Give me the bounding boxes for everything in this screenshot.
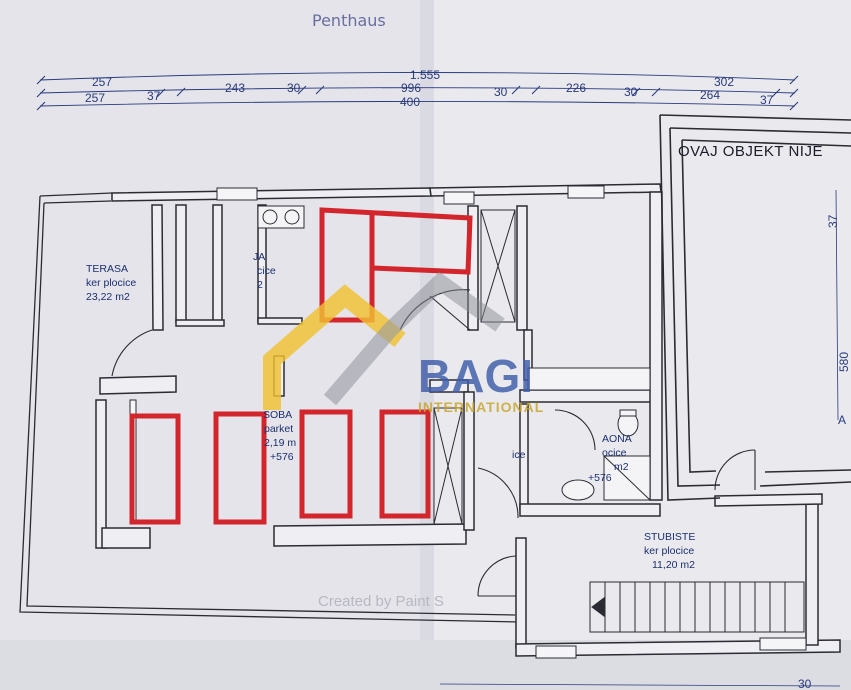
dim-row2-7: 30 <box>624 85 638 99</box>
room-terasa-name: TERASA <box>86 263 128 275</box>
terrace-outline <box>19 192 521 623</box>
dim-side-580: 580 <box>837 352 851 372</box>
room-stubiste-name: STUBISTE <box>644 531 695 543</box>
stove <box>257 205 305 229</box>
paper-left-shade <box>0 0 420 690</box>
neighbour-note: OVAJ OBJEKT NIJE <box>678 143 823 160</box>
dim-bottom-30: 30 <box>798 677 812 690</box>
room-kuhinja-floor: cice <box>257 265 276 277</box>
dim-row2-5: 30 <box>494 85 508 99</box>
dim-row1-1: 1.555 <box>410 68 440 82</box>
room-terasa-area: 23,22 m2 <box>86 291 130 303</box>
room-soba-name: SOBA <box>263 409 292 421</box>
room-terasa: TERASA ker plocice 23,22 m2 <box>86 263 136 303</box>
dim-row1-2: 302 <box>714 75 734 89</box>
dim-row2-6: 226 <box>566 81 586 95</box>
room-stubiste: STUBISTE ker plocice 11,20 m2 <box>644 531 695 571</box>
red-markings <box>129 207 473 525</box>
staircase <box>589 581 805 633</box>
dim-row2-8: 264 <box>700 88 720 102</box>
room-soba-floor: parket <box>264 423 293 435</box>
room-stubiste-area: 11,20 m2 <box>652 559 695 571</box>
handwritten-title: Penthaus <box>312 11 386 30</box>
dim-bottom-line <box>439 683 841 687</box>
watermark-logo: BAGI INTERNATIONAL <box>263 271 544 415</box>
dim-row2-2: 243 <box>225 81 245 95</box>
room-kupaona-area: m2 <box>614 461 629 473</box>
doors <box>111 289 756 597</box>
room-soba-area: 2,19 m <box>264 437 296 449</box>
dim-row2-1: 37 <box>147 89 161 103</box>
neighbour-block <box>659 114 851 501</box>
room-kupaona-height: +576 <box>588 472 612 484</box>
room-kupaona: AONA ocice m2 +576 <box>588 433 632 484</box>
room-stubiste-floor: ker plocice <box>644 545 694 557</box>
room-kuhinja-name: JA <box>253 251 265 263</box>
room-kupaona-floor: ocice <box>602 447 627 459</box>
room-kuhinja: JA cice 2 <box>253 251 276 291</box>
watermark-footer: Created by Paint S <box>318 593 444 610</box>
paper-fold <box>420 0 434 690</box>
room-hodnik: ice <box>512 449 526 461</box>
room-soba: SOBA parket 2,19 m +576 <box>263 409 296 463</box>
dim-row2-4: 996 <box>401 81 421 95</box>
dimension-ticks <box>36 75 799 111</box>
wardrobes <box>433 209 516 525</box>
dimension-lines <box>39 72 796 107</box>
watermark-sub: INTERNATIONAL <box>418 399 544 415</box>
room-kupaona-name: AONA <box>602 433 632 445</box>
room-terasa-floor: ker plocice <box>86 277 136 289</box>
dim-row2-0: 257 <box>85 91 105 105</box>
dim-row2-3: 30 <box>287 81 301 95</box>
room-kuhinja-area: 2 <box>257 279 263 291</box>
dim-row3-0: 400 <box>400 95 420 109</box>
dim-side-37: 37 <box>826 214 840 228</box>
dim-row1-0: 257 <box>92 75 112 89</box>
watermark-brand: BAGI <box>418 350 533 402</box>
bathroom-fixtures <box>527 367 651 501</box>
dim-side-line <box>835 189 839 421</box>
dim-row2-9: 37 <box>760 93 774 107</box>
dim-letter-a: A <box>838 413 846 427</box>
room-soba-height: +576 <box>270 451 294 463</box>
room-hodnik-name: ice <box>512 449 526 461</box>
